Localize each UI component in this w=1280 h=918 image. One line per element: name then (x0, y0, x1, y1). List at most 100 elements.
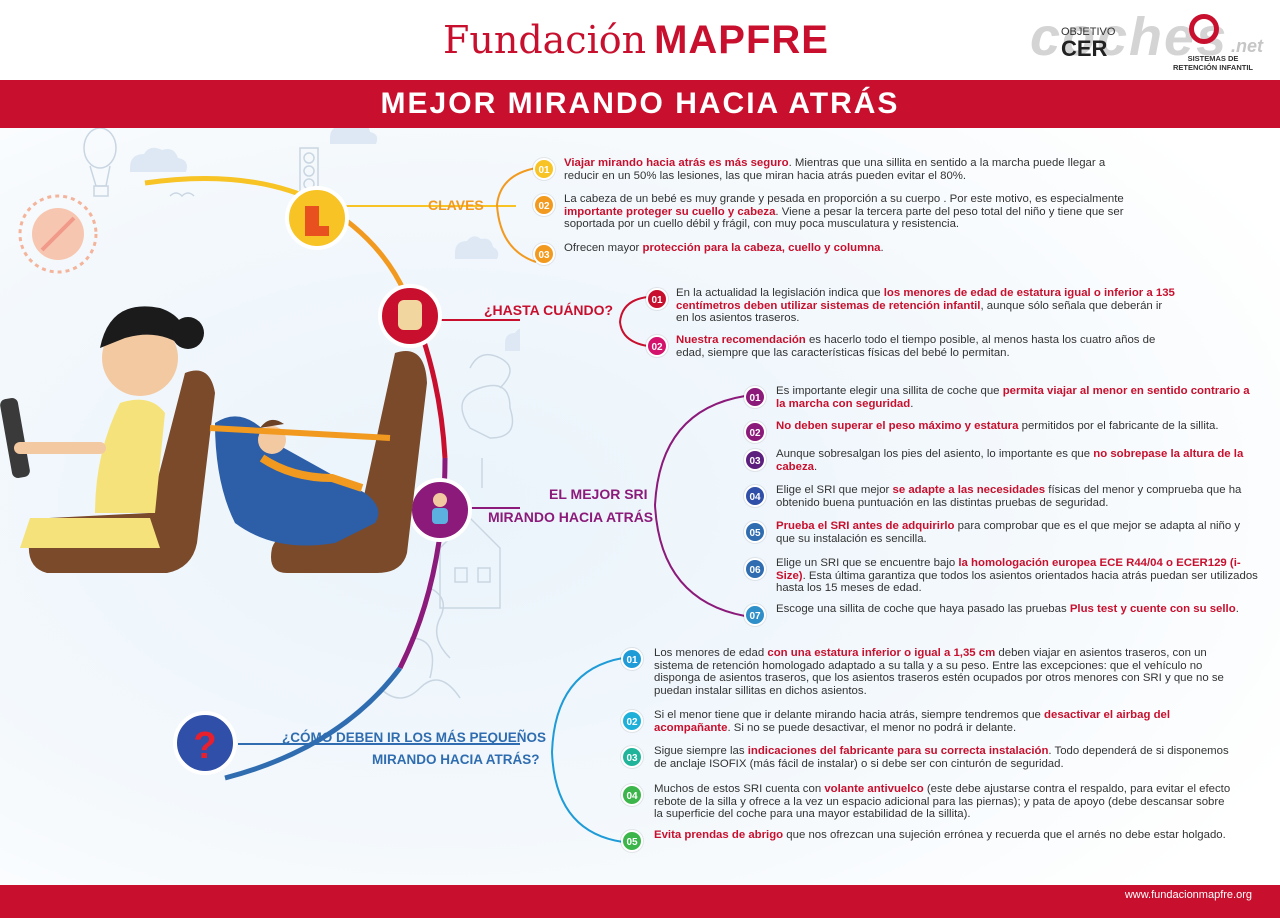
sketch-bird (169, 192, 195, 198)
highlighted-text: desactivar el airbag del acompañante (654, 709, 1171, 734)
body-text: Si el menor tiene que ir delante mirando… (654, 709, 1045, 721)
body-text: Elige el SRI que mejor (776, 484, 893, 496)
page-title: MEJOR MIRANDO HACIA ATRÁS (380, 87, 900, 120)
sri-item-text: Es importante elegir una sillita de coch… (776, 385, 1262, 410)
highlighted-text: Plus test y cuente con su sello (1069, 603, 1236, 615)
sri-item-text: Elige un SRI que se encuentre bajo la ho… (776, 557, 1262, 595)
body-text: . Todo dependerá de si disponemos de anc… (654, 745, 1229, 770)
brand-light: Fundación (443, 18, 647, 62)
body-text: . (814, 460, 818, 473)
body-text: (este debe ajustarse contra el respaldo,… (654, 783, 1231, 821)
body-text: . Viene a pesar la tercera parte del pes… (564, 205, 1124, 231)
sri-item-number-badge: 03 (744, 449, 766, 471)
cloud-icon (505, 328, 520, 351)
claves-item-text: La cabeza de un bebé es muy grande y pes… (564, 193, 1124, 231)
car-seat-illustration: ? (0, 128, 520, 781)
section-label-sri-line1: EL MEJOR SRI (549, 486, 648, 502)
body-text: . (910, 397, 914, 410)
sri-item-text: Aunque sobresalgan los pies del asiento,… (776, 448, 1262, 473)
body-text: Sigue siempre las (654, 745, 748, 757)
highlighted-text: Evita prendas de abrigo (654, 829, 784, 841)
cloud-icons (130, 128, 520, 351)
claves-item-number-badge: 02 (533, 194, 555, 216)
sri-item-number-badge: 04 (744, 485, 766, 507)
brand-bold: MAPFRE (654, 18, 829, 62)
arc-blue (224, 666, 402, 781)
bracket-como (550, 657, 624, 843)
rear-seat-icon (271, 351, 427, 573)
section-label-como-line1: ¿CÓMO DEBEN IR LOS MÁS PEQUEÑOS (282, 730, 547, 745)
highlighted-text: No deben superar el peso máximo y estatu… (776, 420, 1019, 432)
body-text: . (880, 242, 884, 254)
highlighted-text: los menores de edad de estatura igual o … (676, 287, 1175, 312)
body-text: . (1235, 603, 1239, 615)
cloud-icon (130, 147, 187, 172)
body-text: Los menores de edad (654, 647, 768, 659)
como-item-number-badge: 04 (621, 784, 643, 806)
highlighted-text: permita viajar al menor en sentido contr… (776, 385, 1250, 410)
sri-item-number-badge: 01 (744, 386, 766, 408)
claves-item-number-badge: 03 (533, 243, 555, 265)
highlighted-text: Prueba el SRI antes de adquirirlo (776, 520, 955, 532)
section-label-claves: CLAVES (428, 197, 484, 213)
como-item-number-badge: 05 (621, 830, 643, 852)
body-text: La cabeza de un bebé es muy grande y pes… (564, 193, 1124, 205)
body-text: . Si no se puede desactivar, el menor no… (727, 721, 1017, 734)
hasta-item-text: Nuestra recomendación es hacerlo todo el… (676, 334, 1176, 359)
logo-sub-line1: SISTEMAS DE (1187, 54, 1239, 63)
mother-figure (14, 306, 204, 548)
highlighted-text: se adapte a las necesidades (892, 484, 1046, 496)
sun-icon (18, 194, 98, 274)
footer-url-link[interactable]: www.fundacionmapfre.org (1124, 889, 1252, 901)
body-text: Elige un SRI que se encuentre bajo (776, 557, 959, 569)
sri-item-number-badge: 02 (744, 421, 766, 443)
body-text: permitidos por el fabricante de la silli… (1018, 420, 1219, 432)
hasta-item-text: En la actualidad la legislación indica q… (676, 287, 1176, 325)
sri-item-number-badge: 07 (744, 604, 766, 626)
sri-item-number-badge: 05 (744, 521, 766, 543)
logo-sub-line2: RETENCIÓN INFANTIL (1173, 63, 1253, 72)
highlighted-text: la homologación europea ECE R44/04 o ECE… (776, 557, 1241, 582)
logo-ring-icon (1189, 14, 1219, 44)
logo-net-text: .net (1231, 36, 1264, 56)
como-item-text: Sigue siempre las indicaciones del fabri… (654, 745, 1234, 770)
como-item-text: Muchos de estos SRI cuenta con volante a… (654, 783, 1234, 821)
bracket-hasta (618, 296, 649, 347)
hasta-item-number-badge: 02 (646, 335, 668, 357)
body-text: Ofrecen mayor (564, 242, 643, 254)
sri-item-text: Escoge una sillita de coche que haya pas… (776, 603, 1262, 616)
highlighted-text: importante proteger su cuello y cabeza (564, 205, 776, 218)
body-text: para comprobar que es el que mejor se ad… (776, 520, 1241, 545)
body-text: . Mientras que una sillita en sentido a … (564, 157, 1106, 182)
como-item-number-badge: 03 (621, 746, 643, 768)
logo-objetivo-text: OBJETIVO (1061, 26, 1116, 38)
steering-wheel-icon (0, 397, 30, 479)
highlighted-text: Viajar mirando hacia atrás es más seguro (564, 157, 789, 169)
highlighted-text: Nuestra recomendación (676, 334, 806, 346)
sri-item-text: No deben superar el peso máximo y estatu… (776, 420, 1262, 433)
claves-item-number-badge: 01 (533, 158, 555, 180)
sketch-tree (461, 384, 514, 488)
body-text: es hacerlo todo el tiempo posible, al me… (676, 334, 1156, 359)
title-bar (0, 80, 1280, 128)
highlighted-text: protección para la cabeza, cuello y colu… (642, 242, 881, 254)
section-label-como-line2: MIRANDO HACIA ATRÁS? (372, 752, 540, 767)
como-item-text: Evita prendas de abrigo que nos ofrezcan… (654, 829, 1234, 842)
sri-item-text: Prueba el SRI antes de adquirirlo para c… (776, 520, 1262, 545)
section-label-hasta: ¿HASTA CUÁNDO? (484, 302, 614, 318)
balloon-icon (83, 128, 117, 169)
body-text: , aunque sólo señala que deberán ir en l… (676, 299, 1163, 325)
footer-bar (0, 885, 1280, 918)
body-text: Es importante elegir una sillita de coch… (776, 385, 1003, 397)
sri-item-number-badge: 06 (744, 558, 766, 580)
sketch-decorations (83, 128, 514, 699)
logo-subtitle: SISTEMAS DE RETENCIÓN INFANTIL (1173, 54, 1253, 72)
como-item-number-badge: 02 (621, 710, 643, 732)
body-text: que nos ofrezcan una sujeción errónea y … (783, 829, 1226, 841)
claves-circle-icon (285, 186, 349, 250)
highlighted-text: no sobrepase la altura de la cabeza (776, 448, 1244, 473)
claves-item-text: Ofrecen mayor protección para la cabeza,… (564, 242, 1124, 255)
